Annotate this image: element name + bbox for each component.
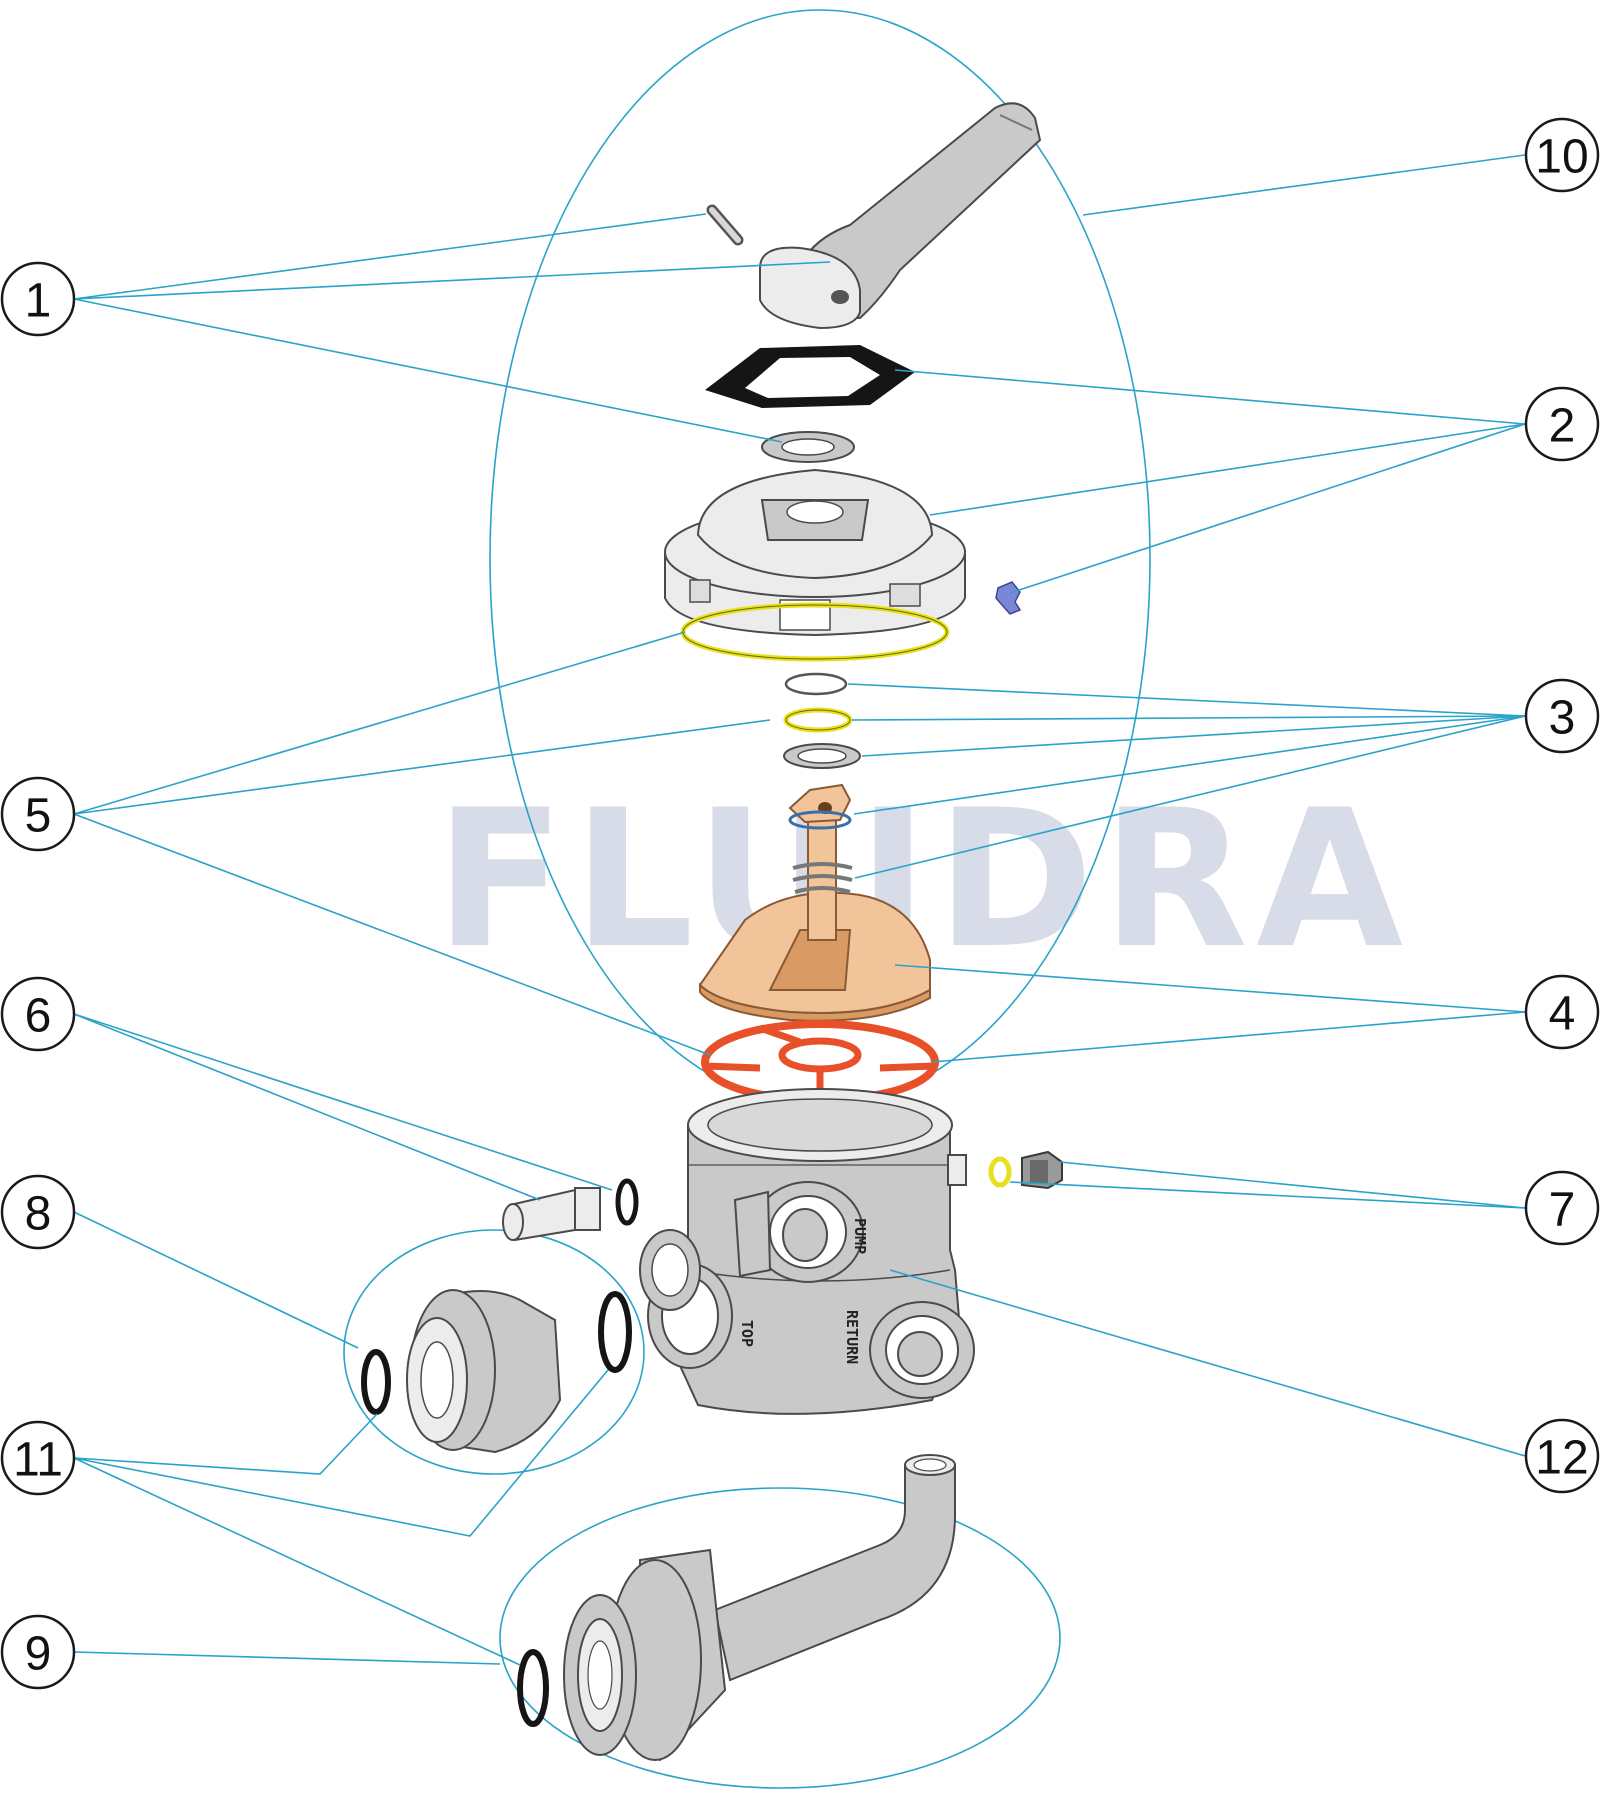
- svg-text:8: 8: [25, 1188, 52, 1241]
- handle-part: [759, 102, 1042, 330]
- valve-body-part: PUMP TOP RETURN: [639, 1088, 975, 1415]
- shaft-rings-part: [783, 672, 861, 769]
- svg-text:4: 4: [1549, 988, 1576, 1041]
- leader-lines: [73, 154, 1526, 1666]
- washer-part: [761, 431, 855, 463]
- drain-plug-part: [502, 1187, 601, 1242]
- blue-screw-part: [995, 581, 1022, 615]
- port-label-return: RETURN: [843, 1310, 861, 1364]
- callout-4: 4: [1524, 974, 1600, 1050]
- callout-8: 8: [0, 1174, 76, 1250]
- pin-part: [706, 204, 744, 246]
- plug-oring-part: [615, 1178, 639, 1226]
- port-label-top: TOP: [738, 1320, 756, 1347]
- callout-12: 12: [1524, 1418, 1600, 1494]
- callout-9: 9: [0, 1614, 76, 1690]
- callout-3: 3: [1524, 678, 1600, 754]
- union-assembly-part: [361, 1289, 632, 1454]
- svg-text:2: 2: [1549, 400, 1576, 453]
- svg-text:11: 11: [13, 1434, 63, 1487]
- callout-11: 11: [0, 1420, 76, 1496]
- port-label-pump: PUMP: [851, 1218, 869, 1254]
- group-ellipse-8: [343, 1229, 645, 1475]
- elbow-union-part: [517, 1454, 956, 1762]
- svg-text:1: 1: [25, 275, 52, 328]
- svg-text:9: 9: [25, 1628, 52, 1681]
- callout-6: 6: [0, 976, 76, 1052]
- callout-1: 1: [0, 261, 76, 337]
- side-screw-part: [988, 1150, 1063, 1190]
- svg-text:12: 12: [1535, 1432, 1588, 1485]
- callout-7: 7: [1524, 1170, 1600, 1246]
- callout-2: 2: [1524, 386, 1600, 462]
- svg-text:3: 3: [1549, 692, 1576, 745]
- cover-gasket-part: [705, 345, 915, 408]
- group-ellipse-9: [499, 1487, 1061, 1789]
- svg-text:5: 5: [25, 790, 52, 843]
- callout-5: 5: [0, 776, 76, 852]
- svg-text:10: 10: [1535, 131, 1588, 184]
- svg-text:7: 7: [1549, 1184, 1576, 1237]
- spider-rotor-part: [698, 783, 931, 1022]
- callout-10: 10: [1524, 117, 1600, 193]
- svg-text:6: 6: [25, 990, 52, 1043]
- valve-cover-part: [664, 468, 966, 637]
